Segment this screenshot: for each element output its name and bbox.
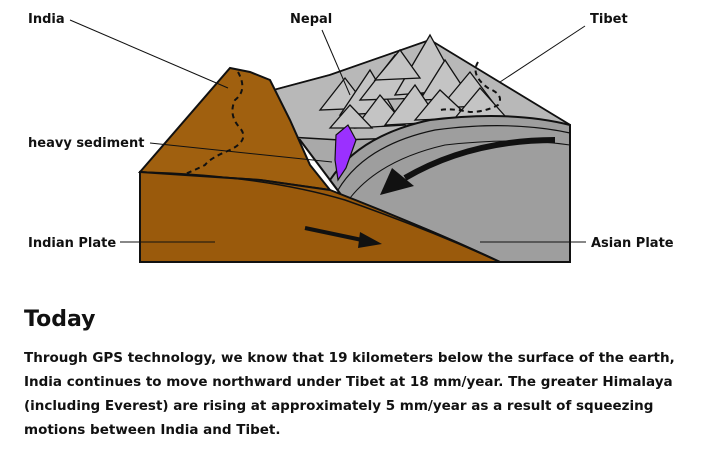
tibet-border-dashed <box>439 61 501 114</box>
nepal-leader-line <box>321 29 351 96</box>
plate-tectonics-diagram: India Nepal Tibet heavy sediment Indian … <box>28 12 674 263</box>
label-india: India <box>28 12 65 27</box>
subduction-line-1 <box>337 125 571 191</box>
india-leader-line <box>69 19 229 89</box>
label-asian-plate: Asian Plate <box>591 236 674 251</box>
section-title: Today <box>24 307 96 332</box>
himalaya-mountains <box>318 33 507 129</box>
heavy-sediment-leader-line <box>149 142 333 163</box>
label-nepal: Nepal <box>290 12 332 27</box>
tibet-leader-line <box>499 25 586 83</box>
label-heavy-sediment: heavy sediment <box>28 136 144 151</box>
section-body: Through GPS technology, we know that 19 … <box>24 350 675 438</box>
india-border-dashed <box>184 71 245 175</box>
diagram-svg: India Nepal Tibet heavy sediment Indian … <box>28 12 674 263</box>
asian-plate-arrow <box>380 137 556 195</box>
label-indian-plate: Indian Plate <box>28 236 116 251</box>
label-tibet: Tibet <box>590 12 628 27</box>
indian-plate-band <box>139 171 501 263</box>
heavy-sediment-wedge <box>334 124 357 182</box>
indian-plate-arrow <box>304 226 382 248</box>
